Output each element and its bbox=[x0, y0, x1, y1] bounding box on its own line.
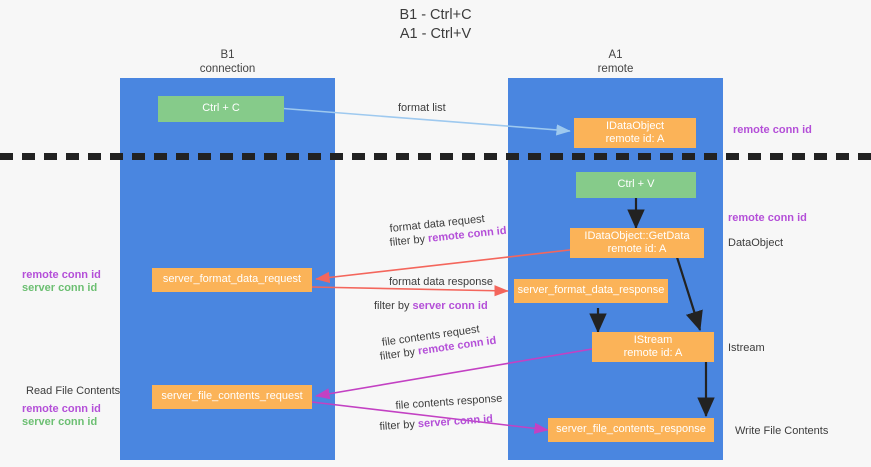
box-idataobject-getdata-label: IDataObject::GetData bbox=[584, 229, 690, 242]
column-header-b1-name: B1 bbox=[220, 49, 235, 61]
annotation-left-server-conn-id: server conn id bbox=[22, 282, 98, 294]
edge-label-file-contents-response-filter: filter by server conn id bbox=[379, 412, 493, 434]
filter-prefix: filter by bbox=[379, 418, 419, 433]
edge-label-file-contents-response: file contents response bbox=[395, 392, 503, 412]
column-header-a1: A1 remote bbox=[508, 48, 723, 76]
annotation-left-bottom-remote-conn-id: remote conn id bbox=[22, 403, 101, 415]
annotation-left-bottom-server-conn-id: server conn id bbox=[22, 416, 98, 428]
filter-key-server-conn-id: server conn id bbox=[412, 300, 488, 312]
box-ctrl-v[interactable]: Ctrl + V bbox=[576, 172, 696, 198]
filter-prefix: filter by bbox=[379, 345, 419, 363]
box-server-format-data-response[interactable]: server_format_data_response bbox=[514, 279, 668, 303]
title-line-1: B1 - Ctrl+C bbox=[399, 7, 472, 23]
filter-prefix: filter by bbox=[374, 300, 413, 312]
column-header-b1-role: connection bbox=[199, 63, 256, 75]
box-server-file-contents-request[interactable]: server_file_contents_request bbox=[152, 385, 312, 409]
edge-label-format-list: format list bbox=[398, 102, 446, 114]
box-server-file-contents-response[interactable]: server_file_contents_response bbox=[548, 418, 714, 442]
box-istream-label: IStream bbox=[633, 333, 673, 346]
box-ctrl-c[interactable]: Ctrl + C bbox=[158, 96, 284, 122]
annotation-right-mid-remote-conn-id: remote conn id bbox=[728, 212, 807, 224]
diagram-title: B1 - Ctrl+C A1 - Ctrl+V bbox=[0, 6, 871, 44]
box-server-format-data-request-label: server_format_data_request bbox=[162, 273, 302, 286]
box-ctrl-c-label: Ctrl + C bbox=[202, 102, 240, 115]
box-idataobject-sub: remote id: A bbox=[605, 133, 665, 145]
edge-label-format-data-response: format data response bbox=[389, 276, 493, 288]
box-idataobject[interactable]: IDataObject remote id: A bbox=[574, 118, 696, 148]
edge-label-format-data-response-filter: filter by server conn id bbox=[374, 299, 488, 313]
title-line-2: A1 - Ctrl+V bbox=[399, 26, 472, 42]
box-server-file-contents-request-label: server_file_contents_request bbox=[161, 390, 303, 403]
filter-key-server-conn-id: server conn id bbox=[417, 413, 494, 431]
box-idataobject-getdata-sub: remote id: A bbox=[607, 243, 667, 255]
box-server-file-contents-response-label: server_file_contents_response bbox=[556, 423, 706, 436]
annotation-dataobject: DataObject bbox=[728, 237, 784, 249]
box-idataobject-label: IDataObject bbox=[605, 119, 665, 132]
annotation-right-top-remote-conn-id: remote conn id bbox=[733, 124, 812, 136]
box-server-format-data-response-label: server_format_data_response bbox=[517, 284, 665, 297]
filter-prefix: filter by bbox=[389, 232, 429, 249]
box-ctrl-v-label: Ctrl + V bbox=[617, 178, 655, 191]
annotation-read-file-contents: Read File Contents bbox=[26, 385, 121, 397]
box-istream[interactable]: IStream remote id: A bbox=[592, 332, 714, 362]
column-header-a1-role: remote bbox=[597, 63, 634, 75]
box-idataobject-getdata[interactable]: IDataObject::GetData remote id: A bbox=[570, 228, 704, 258]
box-istream-sub: remote id: A bbox=[623, 347, 683, 359]
box-server-format-data-request[interactable]: server_format_data_request bbox=[152, 268, 312, 292]
column-header-a1-name: A1 bbox=[608, 49, 623, 61]
annotation-write-file-contents: Write File Contents bbox=[735, 425, 829, 437]
column-header-b1: B1 connection bbox=[120, 48, 335, 76]
phase-divider bbox=[0, 153, 871, 160]
annotation-istream: Istream bbox=[728, 342, 765, 354]
annotation-left-remote-conn-id: remote conn id bbox=[22, 269, 101, 281]
